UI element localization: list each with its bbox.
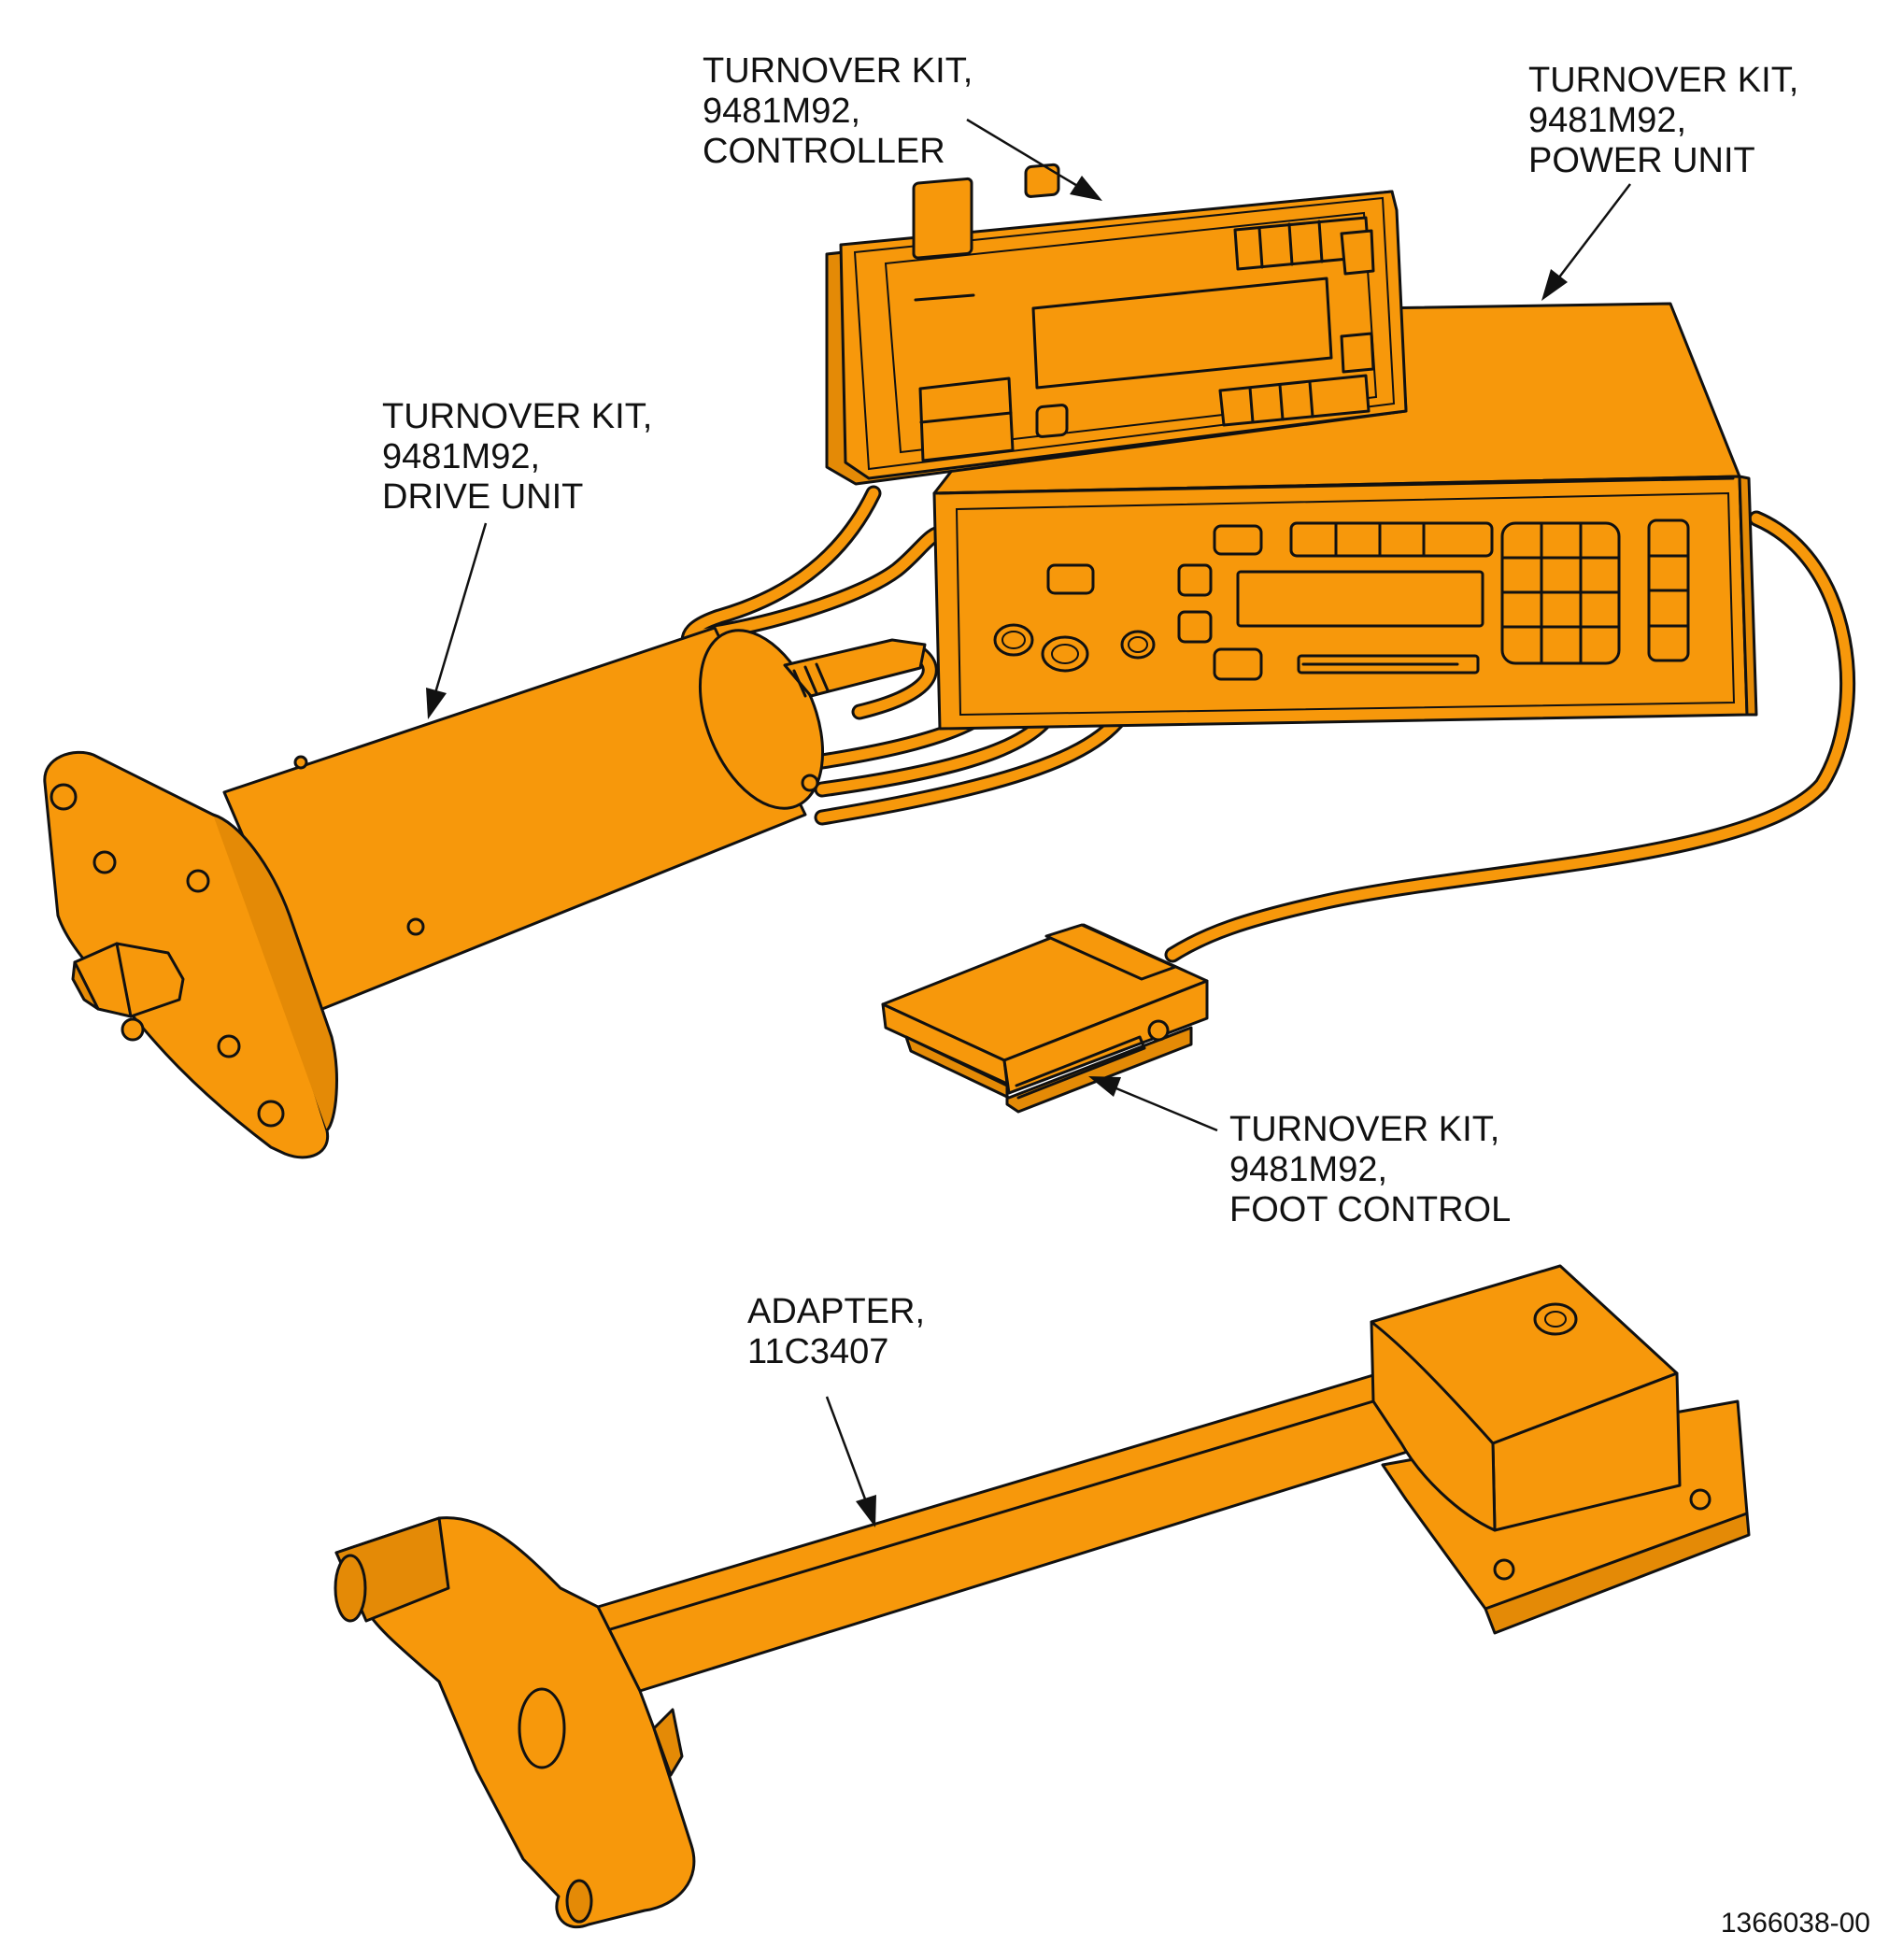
cable-power-foot-core (1167, 513, 1853, 960)
power-connectors (993, 623, 1156, 673)
callout-foot-control-line-3: FOOT CONTROL (1229, 1190, 1512, 1229)
callout-adapter-line-1: ADAPTER, (747, 1292, 926, 1331)
callout-power-unit-line-3: POWER UNIT (1528, 141, 1755, 180)
foot-control (881, 923, 1209, 1114)
callout-controller-line-3: CONTROLLER (703, 132, 945, 171)
callout-foot-control: TURNOVER KIT, 9481M92, FOOT CONTROL (1229, 1110, 1511, 1230)
callout-drive-unit: TURNOVER KIT, 9481M92, DRIVE UNIT (382, 397, 652, 518)
callout-drive-unit-line-1: TURNOVER KIT, (382, 397, 653, 436)
callout-power-unit-line-2: 9481M92, (1528, 101, 1687, 140)
leader-lines (426, 118, 1631, 1527)
leader-power-unit (1555, 183, 1631, 283)
controller (825, 163, 1408, 486)
cable-drive-power-upper-core (690, 527, 949, 641)
callout-foot-control-line-2: 9481M92, (1229, 1150, 1388, 1189)
leader-controller (966, 118, 1085, 192)
callout-power-unit-line-1: TURNOVER KIT, (1528, 61, 1799, 100)
leader-drive-unit (433, 522, 488, 697)
callout-drive-unit-line-3: DRIVE UNIT (382, 477, 584, 517)
leader-foot-control (1111, 1085, 1218, 1132)
callout-controller-line-2: 9481M92, (703, 92, 861, 131)
callout-controller-line-1: TURNOVER KIT, (703, 51, 973, 91)
callout-drive-unit-line-2: 9481M92, (382, 437, 541, 476)
figure-number: 1366038-00 (1720, 1908, 1870, 1939)
cable-controller-drive-core (683, 488, 879, 650)
adapter (334, 1264, 1751, 1929)
callout-foot-control-line-1: TURNOVER KIT, (1229, 1110, 1500, 1149)
callout-adapter-line-2: 11C3407 (747, 1332, 889, 1371)
callout-power-unit: TURNOVER KIT, 9481M92, POWER UNIT (1528, 61, 1798, 181)
cable-plug-core (854, 648, 935, 717)
leader-adapter (825, 1396, 869, 1505)
callout-adapter: ADAPTER, 11C3407 (747, 1292, 925, 1372)
callout-controller: TURNOVER KIT, 9481M92, CONTROLLER (703, 51, 973, 172)
drive-unit (43, 626, 927, 1159)
